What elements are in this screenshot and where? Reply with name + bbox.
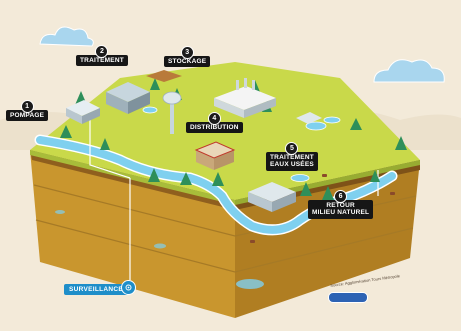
step-number: 1 — [20, 100, 34, 113]
step-label: TRAITEMENT — [76, 55, 128, 67]
cloud-right — [373, 59, 445, 83]
step-label: POMPAGE — [6, 110, 49, 122]
step-number: 6 — [334, 190, 348, 203]
step-label: DISTRIBUTION — [186, 122, 243, 134]
cloud-left — [39, 26, 94, 47]
pipes — [89, 118, 379, 280]
town-houses — [194, 141, 236, 170]
farm-field — [146, 70, 182, 82]
step-number: 5 — [285, 142, 299, 155]
water-tower — [162, 91, 182, 134]
step-label-line2: EAUX USÉES — [270, 161, 314, 169]
step-label-line2: MILIEU NATUREL — [312, 209, 370, 217]
step-number: 4 — [207, 112, 221, 125]
step-traitement-eaux-usees: 5 TRAITEMENT EAUX USÉES — [266, 142, 318, 171]
step-pompage: 1 POMPAGE — [6, 100, 49, 122]
step-number: 2 — [95, 45, 109, 58]
step-traitement: 2 TRAITEMENT — [76, 45, 128, 67]
step-label: STOCKAGE — [164, 56, 211, 68]
step-number: 3 — [180, 46, 194, 59]
step-label: RETOUR MILIEU NATUREL — [308, 200, 374, 219]
step-stockage: 3 STOCKAGE — [164, 46, 211, 68]
step-distribution: 4 DISTRIBUTION — [186, 112, 243, 134]
industrial-buildings — [214, 78, 276, 118]
pump-station — [66, 100, 100, 124]
step-label: TRAITEMENT EAUX USÉES — [266, 152, 318, 171]
surveillance-label: SURVEILLANCE — [64, 284, 129, 295]
wastewater-treatment-building — [248, 174, 310, 212]
surveillance-icon — [121, 280, 136, 295]
sewage-plant — [296, 112, 341, 131]
treatment-plant — [106, 82, 158, 114]
step-label-line1: TRAITEMENT — [270, 154, 314, 161]
publisher-logo — [328, 292, 368, 303]
step-label-line1: RETOUR — [326, 202, 355, 209]
cows — [250, 174, 395, 243]
step-retour-milieu-naturel: 6 RETOUR MILIEU NATUREL — [308, 190, 374, 219]
